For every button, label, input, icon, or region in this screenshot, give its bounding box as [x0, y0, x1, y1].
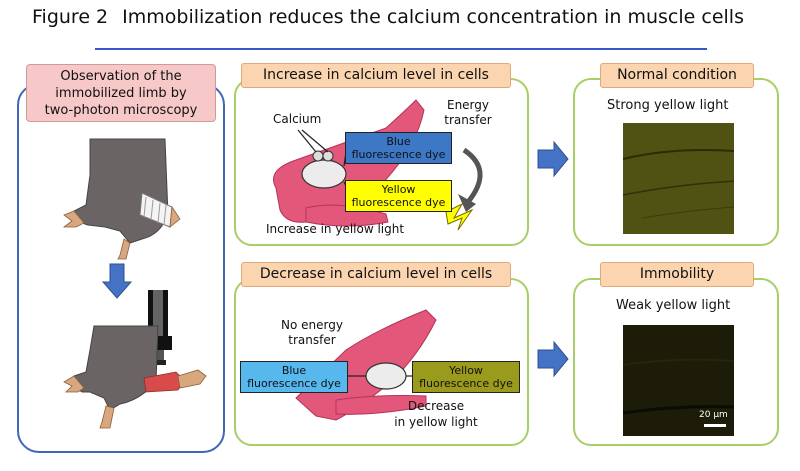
microscopy-heading-line1: Observation of the — [60, 69, 182, 84]
blue-dye-line1: Blue — [386, 135, 411, 148]
calmodulin-ellipse — [301, 159, 347, 189]
calmodulin-ellipse-2 — [365, 362, 407, 390]
yellow-dye-line2-d: fluorescence dye — [419, 377, 513, 390]
normal-heading: Normal condition — [600, 63, 754, 88]
down-arrow-icon — [102, 263, 132, 299]
yellow-dye-line1: Yellow — [381, 183, 416, 196]
microscopy-heading-line2: immobilized limb by — [55, 86, 187, 101]
calcium-label: Calcium — [273, 112, 322, 126]
mouse-tail-bottom — [99, 405, 115, 429]
scale-bar — [704, 424, 726, 427]
scale-bar-label: 20 μm — [699, 410, 728, 420]
decrease-result-line2: in yellow light — [394, 415, 478, 429]
noenergy-line1: No energy — [281, 318, 343, 332]
energy-transfer-label: Energy transfer — [440, 98, 496, 128]
title-underline — [95, 48, 707, 50]
no-energy-label: No energy transfer — [277, 318, 347, 348]
increase-result-label: Increase in yellow light — [266, 222, 405, 236]
yellow-dye-box-decrease: Yellow fluorescence dye — [412, 361, 520, 393]
mouse-tail-top — [117, 238, 131, 260]
cast-bandage — [139, 192, 181, 228]
energy-line1: Energy — [446, 98, 489, 112]
mouse-foot-top — [62, 210, 85, 228]
blue-dye-line2-d: fluorescence dye — [247, 377, 341, 390]
decrease-heading: Decrease in calcium level in cells — [241, 262, 511, 287]
figure-title: Figure 2 Immobilization reduces the calci… — [32, 6, 744, 28]
mouse-paw-bottom — [177, 369, 207, 389]
increase-heading: Increase in calcium level in cells — [241, 63, 511, 88]
figure-title-text: Immobilization reduces the calcium conce… — [122, 6, 744, 28]
immobility-heading: Immobility — [600, 262, 754, 287]
yellow-dye-line2: fluorescence dye — [351, 196, 446, 209]
immobilized-limb-illustration — [62, 138, 181, 260]
blue-dye-box-decrease: Blue fluorescence dye — [240, 361, 348, 393]
decrease-result-label: Decrease in yellow light — [386, 398, 486, 430]
figure-number: Figure 2 — [32, 6, 109, 28]
mouse-foot-bottom — [63, 375, 85, 393]
right-arrow-icon-top — [537, 140, 569, 178]
microscopy-heading: Observation of the immobilized limb by t… — [26, 64, 216, 122]
noenergy-line2: transfer — [288, 333, 336, 347]
energy-transfer-arrow — [462, 147, 483, 204]
lightning-icon — [445, 202, 474, 231]
mouse-body-bottom — [73, 325, 159, 411]
immobility-caption: Weak yellow light — [616, 298, 731, 313]
immobility-micrograph — [623, 325, 734, 436]
muscle-cell-lower-2 — [335, 395, 427, 415]
right-arrow-icon-bottom — [537, 340, 569, 378]
calcium-ions — [297, 129, 334, 162]
mouse-body-top — [73, 138, 169, 244]
yellow-dye-line1-d: Yellow — [449, 364, 483, 377]
blue-dye-box-increase: Blue fluorescence dye — [345, 132, 452, 164]
energy-line2: transfer — [444, 113, 492, 127]
microscope-limb-illustration — [63, 290, 207, 429]
microscopy-heading-line3: two-photon microscopy — [44, 103, 198, 118]
yellow-dye-box-increase: Yellow fluorescence dye — [345, 180, 452, 212]
normal-caption: Strong yellow light — [607, 98, 729, 113]
decrease-result-line1: Decrease — [407, 399, 465, 413]
normal-micrograph — [623, 123, 734, 234]
blue-dye-line2: fluorescence dye — [351, 148, 446, 161]
blue-dye-line1-d: Blue — [281, 364, 307, 377]
